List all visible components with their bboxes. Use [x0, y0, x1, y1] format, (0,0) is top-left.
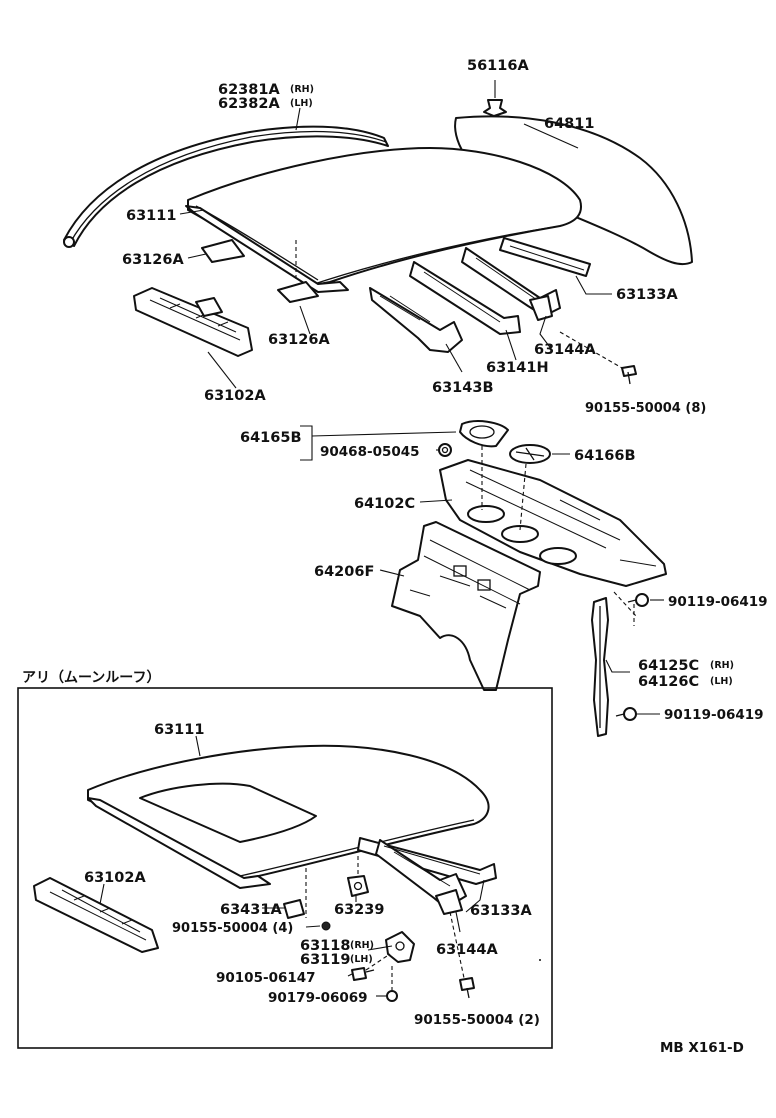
- label-63144A-top: 63144A: [534, 342, 596, 358]
- front-header-part: [133, 287, 253, 357]
- label-56116A: 56116A: [467, 58, 529, 74]
- label-63119: 63119: [300, 952, 350, 968]
- moonroof-rail-part: [357, 837, 497, 915]
- screw-parts: [613, 591, 649, 721]
- side-bracket-part: [591, 597, 609, 737]
- label-64206F: 64206F: [314, 564, 374, 580]
- moonroof-section-frame: [17, 687, 553, 1049]
- upper-leader-lines: [179, 107, 664, 715]
- label-63102A-box: 63102A: [84, 870, 146, 886]
- label-90119-06419-b: 90119-06419: [664, 707, 764, 723]
- rear-panel-part: [391, 521, 541, 691]
- label-63431A: 63431A: [220, 902, 282, 918]
- label-63111-top: 63111: [126, 208, 176, 224]
- nut-part: [438, 443, 452, 457]
- label-62382A: 62382A: [218, 96, 280, 112]
- bolt-part: [559, 331, 637, 385]
- label-63239: 63239: [334, 902, 384, 918]
- label-90155-50004-2: 90155-50004 (2): [414, 1012, 540, 1028]
- reinforcement-part: [459, 420, 509, 448]
- moonroof-leader-lines: [99, 735, 541, 997]
- label-90155-50004-8: 90155-50004 (8): [585, 401, 706, 416]
- label-63133A-top: 63133A: [616, 287, 678, 303]
- label-63102A-top: 63102A: [204, 388, 266, 404]
- clip-part: [483, 80, 507, 117]
- label-90179-06069: 90179-06069: [268, 990, 368, 1006]
- diagram-code: MB X161-D: [660, 1040, 744, 1056]
- label-62382A-side: (LH): [290, 98, 313, 109]
- moonroof-small-parts: [283, 856, 475, 1002]
- label-90105-06147: 90105-06147: [216, 970, 316, 986]
- roof-rails-part: [369, 237, 591, 353]
- label-64126C: 64126C: [638, 674, 699, 690]
- label-64165B: 64165B: [240, 430, 302, 446]
- label-64102C: 64102C: [354, 496, 415, 512]
- label-63118: 63118: [300, 938, 350, 954]
- moonroof-front-header-part: [33, 877, 159, 953]
- roof-panel-part: [185, 147, 582, 293]
- label-90155-50004-4: 90155-50004 (4): [172, 921, 293, 936]
- plate-part: [509, 444, 551, 464]
- label-63141H: 63141H: [486, 360, 549, 376]
- label-63126A-mid: 63126A: [268, 332, 330, 348]
- label-63118-side: (RH): [350, 940, 374, 951]
- label-64125C: 64125C: [638, 658, 699, 674]
- part-labels: 56116A 64811 62381A (RH) 62382A (LH) 631…: [22, 58, 768, 1056]
- label-63144A-box: 63144A: [436, 942, 498, 958]
- label-63126A-left: 63126A: [122, 252, 184, 268]
- label-63111-box: 63111: [154, 722, 204, 738]
- label-63119-side: (LH): [350, 954, 373, 965]
- label-64166B: 64166B: [574, 448, 636, 464]
- label-90468-05045: 90468-05045: [320, 444, 420, 460]
- label-64125C-side: (RH): [710, 660, 734, 671]
- roof-weatherstrip-part: [63, 125, 389, 248]
- moonroof-section-title: アリ（ムーンルーフ）: [22, 670, 160, 686]
- label-62381A: 62381A: [218, 82, 280, 98]
- label-62381A-side: (RH): [290, 84, 314, 95]
- label-90119-06419-a: 90119-06419: [668, 594, 768, 610]
- pad-parts: [201, 239, 319, 303]
- moonroof-roof-panel-part: [87, 744, 490, 889]
- label-63143B: 63143B: [432, 380, 494, 396]
- label-64126C-side: (LH): [710, 676, 733, 687]
- package-tray-panel-part: [439, 446, 667, 587]
- label-63133A-box: 63133A: [470, 903, 532, 919]
- label-64811: 64811: [544, 116, 594, 132]
